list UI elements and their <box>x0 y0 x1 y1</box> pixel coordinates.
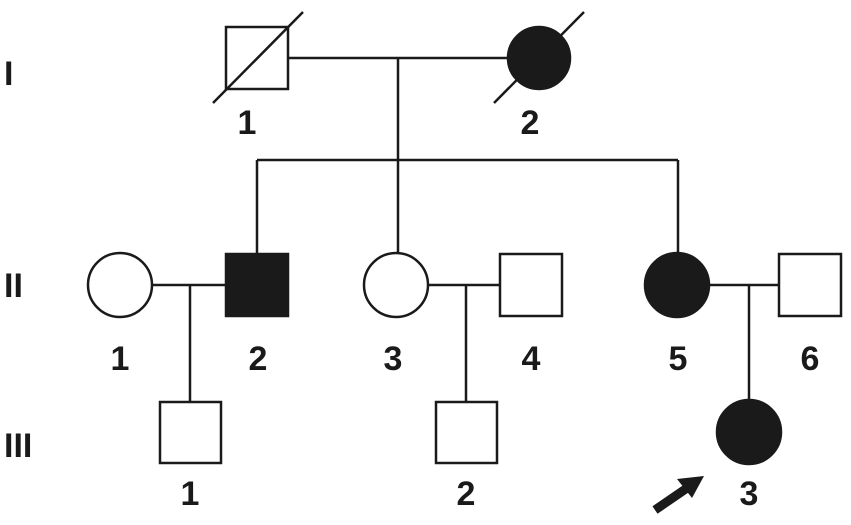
individual-number-II-6: 6 <box>801 340 820 378</box>
deceased-mark-I-1 <box>212 11 304 104</box>
generation-label-I: I <box>4 55 13 93</box>
pedigree-individuals: 1 2 1 2 3 4 5 6 1 2 3 <box>86 11 843 514</box>
individual-number-II-2: 2 <box>249 340 268 378</box>
deceased-mark-I-2 <box>493 11 585 104</box>
individual-number-II-3: 3 <box>384 340 403 378</box>
pedigree-lines <box>152 56 779 402</box>
individual-II-2-male-symbol <box>224 252 290 318</box>
proband-arrow-icon <box>652 476 704 514</box>
individual-number-III-3: 3 <box>740 475 759 513</box>
individual-II-3-female-symbol <box>362 251 430 319</box>
individual-III-1-male-symbol <box>158 400 223 465</box>
individual-II-4-male-symbol <box>498 252 564 318</box>
individual-number-I-1: 1 <box>238 104 257 142</box>
individual-number-II-5: 5 <box>669 340 688 378</box>
individual-number-III-1: 1 <box>181 475 200 513</box>
individual-III-2-male-symbol <box>434 400 499 465</box>
individual-number-II-1: 1 <box>111 340 130 378</box>
individual-III-3-female-symbol <box>715 398 783 466</box>
individual-number-III-2: 2 <box>457 475 476 513</box>
individual-number-I-2: 2 <box>521 104 540 142</box>
generation-label-III: III <box>4 427 32 465</box>
individual-II-5-female-symbol <box>643 251 711 319</box>
generation-label-II: II <box>4 267 23 305</box>
individual-number-II-4: 4 <box>522 340 541 378</box>
individual-II-1-female-symbol <box>86 251 154 319</box>
individual-II-6-male-symbol <box>777 252 843 318</box>
